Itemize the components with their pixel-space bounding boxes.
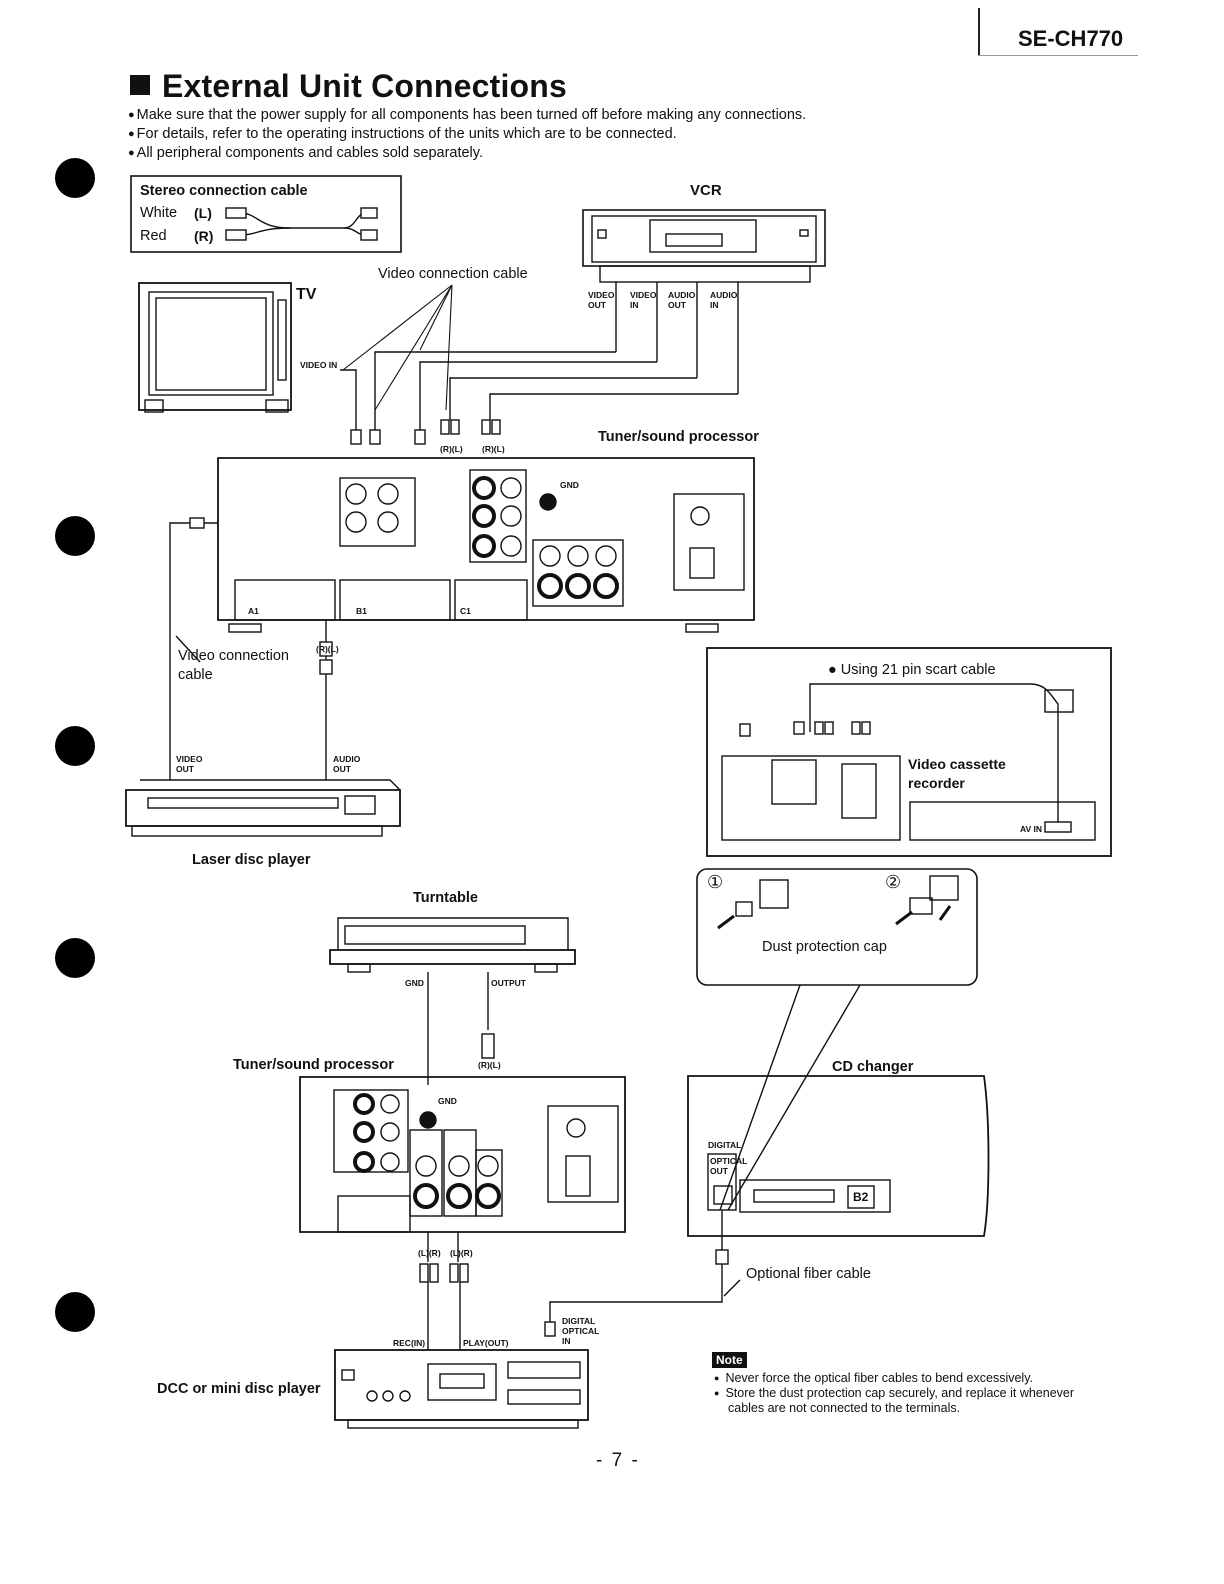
step-2: ② — [885, 872, 902, 892]
note-item-2-cont: cables are not connected to the terminal… — [728, 1401, 961, 1415]
stereo-cable-legend — [130, 175, 402, 253]
port-vcr-video-in: VIDEO IN — [630, 290, 657, 310]
port-ld-audio-out: AUDIO OUT — [333, 754, 361, 774]
header-rule — [978, 8, 980, 56]
note-tag: Note — [712, 1352, 747, 1368]
dust-cap-box — [696, 868, 978, 1211]
tuner-bottom-label: Tuner/sound processor — [233, 1057, 394, 1073]
dcc-unit — [334, 1349, 589, 1429]
unit-c1: C1 — [460, 606, 471, 616]
scart-inset — [706, 647, 1112, 857]
bullet-2: For details, refer to the operating inst… — [128, 126, 677, 142]
stereo-white-ch: (L) — [194, 205, 212, 221]
scart-label-text: Using 21 pin scart cable — [840, 662, 996, 678]
punch-hole-5 — [55, 1292, 95, 1332]
port-tt-output: OUTPUT — [491, 978, 526, 988]
port-cd-b2: B2 — [853, 1190, 869, 1204]
cd-changer-label: CD changer — [832, 1059, 914, 1075]
fiber-cable-label: Optional fiber cable — [746, 1266, 871, 1282]
port-vcr-audio-in: AUDIO IN — [710, 290, 738, 310]
page-title-text: External Unit Connections — [162, 68, 568, 104]
port-rl-3: (R)(L) — [316, 644, 339, 654]
turntable-label: Turntable — [413, 890, 478, 906]
punch-hole-3 — [55, 726, 95, 766]
model-number: SE-CH770 — [1018, 26, 1124, 51]
port-dcc-rec: REC(IN) — [393, 1338, 426, 1348]
cable-pointers — [342, 284, 453, 411]
video-cable-label: Video connection cable — [378, 266, 528, 282]
port-ld-video-out: VIDEO OUT — [176, 754, 203, 774]
port-tv-video-in: VIDEO IN — [300, 360, 338, 370]
header-rule-bottom — [978, 55, 1138, 56]
vcr-label: VCR — [690, 182, 722, 199]
port-lr-1: (L)(R) — [418, 1248, 441, 1258]
page-title: External Unit Connections — [130, 68, 567, 105]
vcr-recorder-2: recorder — [908, 775, 965, 791]
plugs-top — [350, 419, 501, 445]
bullet-3: All peripheral components and cables sol… — [128, 145, 483, 161]
port-rl-2: (R)(L) — [482, 444, 505, 454]
stereo-cable-title: Stereo connection cable — [140, 183, 308, 199]
title-square-icon — [130, 75, 150, 95]
port-cd-optical-out: OPTICAL OUT — [710, 1156, 748, 1176]
unit-b1: B1 — [356, 606, 367, 616]
port-rl-1: (R)(L) — [440, 444, 463, 454]
port-gnd-top: GND — [560, 480, 579, 490]
laser-disc-label: Laser disc player — [192, 852, 311, 868]
tv-unit — [138, 282, 292, 413]
port-tt-gnd: GND — [405, 978, 424, 988]
port-digital-optical-in: DIGITAL OPTICAL IN — [562, 1316, 600, 1346]
port-rl-4: (R)(L) — [478, 1060, 501, 1070]
unit-a1: A1 — [248, 606, 259, 616]
scart-label: ● Using 21 pin scart cable — [828, 662, 996, 678]
vcr-recorder-1: Video cassette — [908, 756, 1006, 772]
video-cable-2a: Video connection — [178, 648, 289, 664]
stereo-red-ch: (R) — [194, 228, 214, 244]
note-item-2: Store the dust protection cap securely, … — [714, 1386, 1074, 1400]
note-item-1: Never force the optical fiber cables to … — [714, 1371, 1033, 1385]
port-vcr-video-out: VIDEO OUT — [588, 290, 615, 310]
port-vcr-audio-out: AUDIO OUT — [668, 290, 696, 310]
port-av-in: AV IN — [1020, 824, 1043, 834]
cd-changer-unit — [544, 1075, 990, 1337]
tuner-top-label: Tuner/sound processor — [598, 429, 759, 445]
port-lr-2: (L)(R) — [450, 1248, 473, 1258]
page-number: - 7 - — [596, 1450, 640, 1471]
dust-cap-label: Dust protection cap — [762, 939, 887, 955]
bullet-1: Make sure that the power supply for all … — [128, 107, 807, 123]
port-gnd-bottom: GND — [438, 1096, 457, 1106]
dcc-label: DCC or mini disc player — [157, 1381, 321, 1397]
port-cd-digital: DIGITAL — [708, 1140, 742, 1150]
stereo-red: Red — [140, 228, 167, 244]
tuner-bottom — [299, 1076, 626, 1350]
video-cable-2b: cable — [178, 667, 213, 683]
step-1: ① — [707, 872, 724, 892]
wires-laser — [169, 517, 333, 780]
punch-hole-4 — [55, 938, 95, 978]
punch-hole-2 — [55, 516, 95, 556]
wires-top — [340, 351, 738, 430]
port-dcc-play: PLAY(OUT) — [463, 1338, 509, 1348]
tv-label: TV — [296, 286, 317, 303]
turntable-unit — [329, 917, 576, 1085]
tuner-top — [217, 457, 755, 633]
punch-hole-1 — [55, 158, 95, 198]
vcr-unit — [582, 209, 826, 394]
stereo-white: White — [140, 205, 178, 221]
laser-disc-unit — [125, 779, 401, 837]
